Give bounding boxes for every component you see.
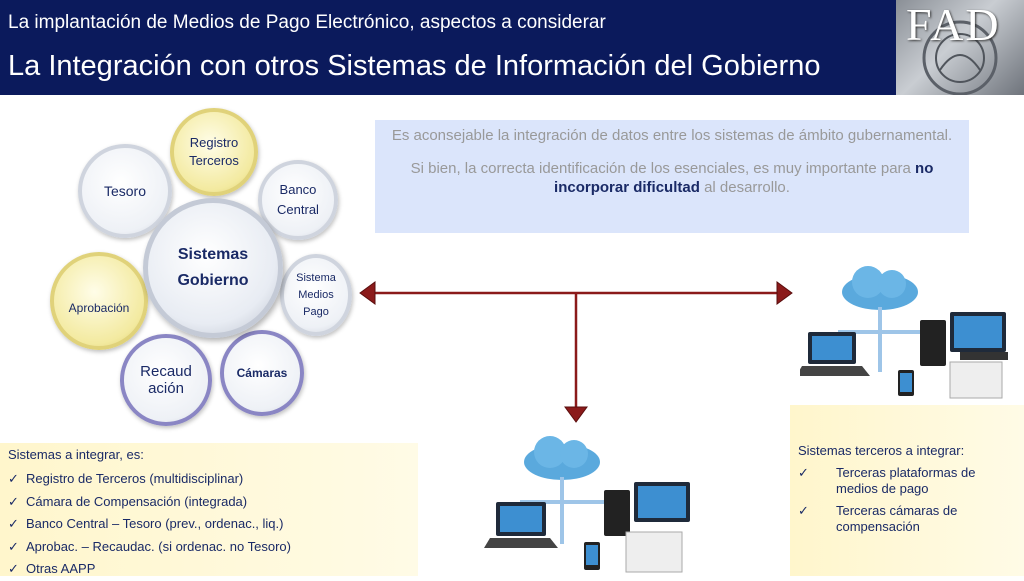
info-box: Es aconsejable la integración de datos e… <box>375 120 969 233</box>
list-item-text: Terceras cámaras de compensación <box>836 503 958 534</box>
cloud-icon <box>524 436 600 480</box>
header-bar: La implantación de Medios de Pago Electr… <box>0 0 1024 95</box>
list-item-text: Cámara de Compensación (integrada) <box>26 493 248 509</box>
camaras-label: Cámaras <box>236 366 288 380</box>
list-item: ✓ Banco Central – Tesoro (prev., ordenac.… <box>8 513 291 536</box>
list-item: ✓ Aprobac. – Recaudac. (si ordenac. no Te… <box>8 536 291 559</box>
arrow-head-left <box>359 281 376 305</box>
banco-label-1: Banco <box>279 182 317 197</box>
right-list-items: ✓Terceras plataformas de medios de pago … <box>798 465 1008 535</box>
check-icon: ✓ <box>8 471 19 486</box>
center-label-2: Gobierno <box>177 272 249 289</box>
left-list-heading: Sistemas a integrar, es: <box>8 447 144 462</box>
logo-text: FAD <box>906 0 1001 50</box>
left-list-items: ✓ Registro de Terceros (multidisciplinar)… <box>8 468 291 581</box>
fad-logo: FAD <box>896 0 1024 95</box>
aprobacion-label: Aprobación <box>68 301 130 315</box>
recaudacion-label-1: Recaud <box>140 363 192 380</box>
center-label-1: Sistemas <box>177 246 249 263</box>
check-icon: ✓ <box>8 538 19 554</box>
registro-label-1: Registro <box>189 135 239 150</box>
left-systems-list: Sistemas a integrar, es: ✓ Registro de Te… <box>0 443 418 576</box>
list-item: ✓ Registro de Terceros (multidisciplinar) <box>8 468 291 491</box>
list-item: ✓ Terceras plataformas de medios de pago <box>798 465 1008 497</box>
check-icon: ✓ <box>798 465 809 480</box>
list-item: ✓ Terceras cámaras de compensación <box>798 503 1008 535</box>
right-systems-list: Sistemas terceros a integrar: ✓ Terceras … <box>790 405 1024 576</box>
list-item-text: Terceras plataformas de medios de pago <box>836 465 976 496</box>
check-icon: ✓ <box>8 516 19 531</box>
sistema-label-3: Pago <box>303 305 329 318</box>
cloud-network-icon-center <box>484 436 690 573</box>
tesoro-label: Tesoro <box>103 183 147 199</box>
circle-camaras: Cámaras <box>220 330 304 416</box>
info-line-2-bold: no incorporar dificultad <box>554 160 934 196</box>
info-line-2-start: Si bien, la correcta identificación de l… <box>410 160 911 177</box>
slide-subtitle: La implantación de Medios de Pago Electr… <box>8 12 606 33</box>
registro-label-2: Terceros <box>189 153 239 168</box>
list-item-text: Otras AAPP <box>26 561 96 576</box>
right-list-heading: Sistemas terceros a integrar: <box>798 443 965 458</box>
list-item: ✓ Otras AAPP <box>8 558 291 581</box>
check-icon: ✓ <box>798 503 809 518</box>
info-line-1: Es aconsejable la integración de datos e… <box>391 127 953 144</box>
list-item-text: Registro de Terceros (multidisciplinar) <box>26 471 244 486</box>
cloud-icon <box>842 266 918 310</box>
sistema-label-1: Sistema <box>296 271 336 284</box>
list-item-text: Banco Central – Tesoro (prev., ordenac.,… <box>26 516 284 531</box>
banco-label-2: Central <box>277 202 319 217</box>
info-line-2-end: al desarrollo. <box>704 179 790 196</box>
list-item-text: Aprobac. – Recaudac. (si ordenac. no Tes… <box>26 538 291 554</box>
arrow-head-down <box>564 406 588 423</box>
imf-seal-icon <box>922 20 998 95</box>
sistema-label-2: Medios <box>298 288 334 301</box>
arrow-head-right <box>776 281 793 305</box>
list-item: ✓ Cámara de Compensación (integrada) <box>8 491 291 514</box>
check-icon: ✓ <box>8 561 19 576</box>
cloud-network-icon-right <box>800 266 1008 399</box>
info-line-2: Si bien, la correcta identificación de l… <box>389 159 955 197</box>
recaudacion-label-2: ación <box>148 380 184 397</box>
slide-title: La Integración con otros Sistemas de Inf… <box>8 50 821 82</box>
circle-tesoro: Tesoro <box>78 144 172 238</box>
circle-aprobacion: Aprobación <box>50 252 148 350</box>
check-icon: ✓ <box>8 493 19 509</box>
